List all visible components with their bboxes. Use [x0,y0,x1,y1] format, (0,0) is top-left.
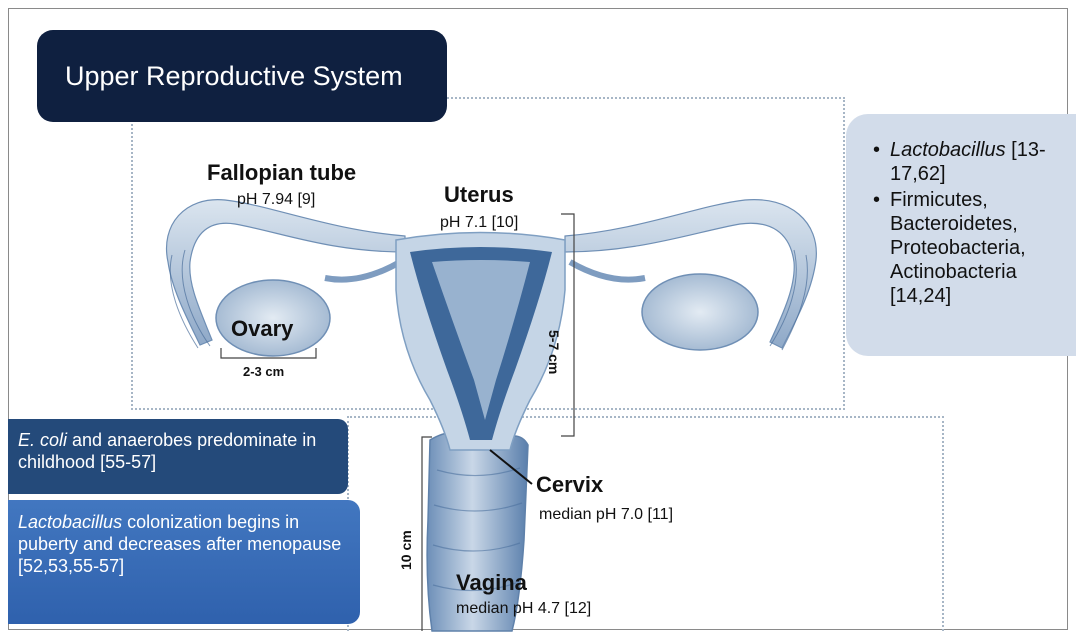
microbiota-item-phyla: Firmicutes, Bacteroidetes, Proteobacteri… [873,188,1072,308]
childhood-microbiota-box: E. coli and anaerobes predominate in chi… [8,419,348,494]
vagina-ph: median pH 4.7 [12] [456,600,591,618]
vagina-label: Vagina [456,570,527,596]
vagina-size-label: 10 cm [398,530,414,570]
fallopian-tube-label: Fallopian tube [207,160,356,186]
microbiota-item-lactobacillus: Lactobacillus [13-17,62] [873,138,1072,186]
ovary-label: Ovary [231,316,293,342]
right-ovary [642,274,758,350]
puberty-microbiota-box: Lactobacillus colonization begins in pub… [8,500,360,624]
microbiota-list: Lactobacillus [13-17,62] Firmicutes, Bac… [873,138,1072,308]
cervix-label: Cervix [536,472,603,498]
title-text: Upper Reproductive System [65,61,403,92]
uterus-label: Uterus [444,182,514,208]
uterus-ph: pH 7.1 [10] [440,214,518,232]
cervix-ph: median pH 7.0 [11] [539,506,673,524]
upper-tract-microbiota-panel: Lactobacillus [13-17,62] Firmicutes, Bac… [846,114,1076,356]
title-box: Upper Reproductive System [37,30,447,122]
ovary-size-label: 2-3 cm [243,364,284,379]
fallopian-tube-ph: pH 7.94 [9] [237,191,315,209]
uterus-size-label: 5-7 cm [546,330,562,374]
